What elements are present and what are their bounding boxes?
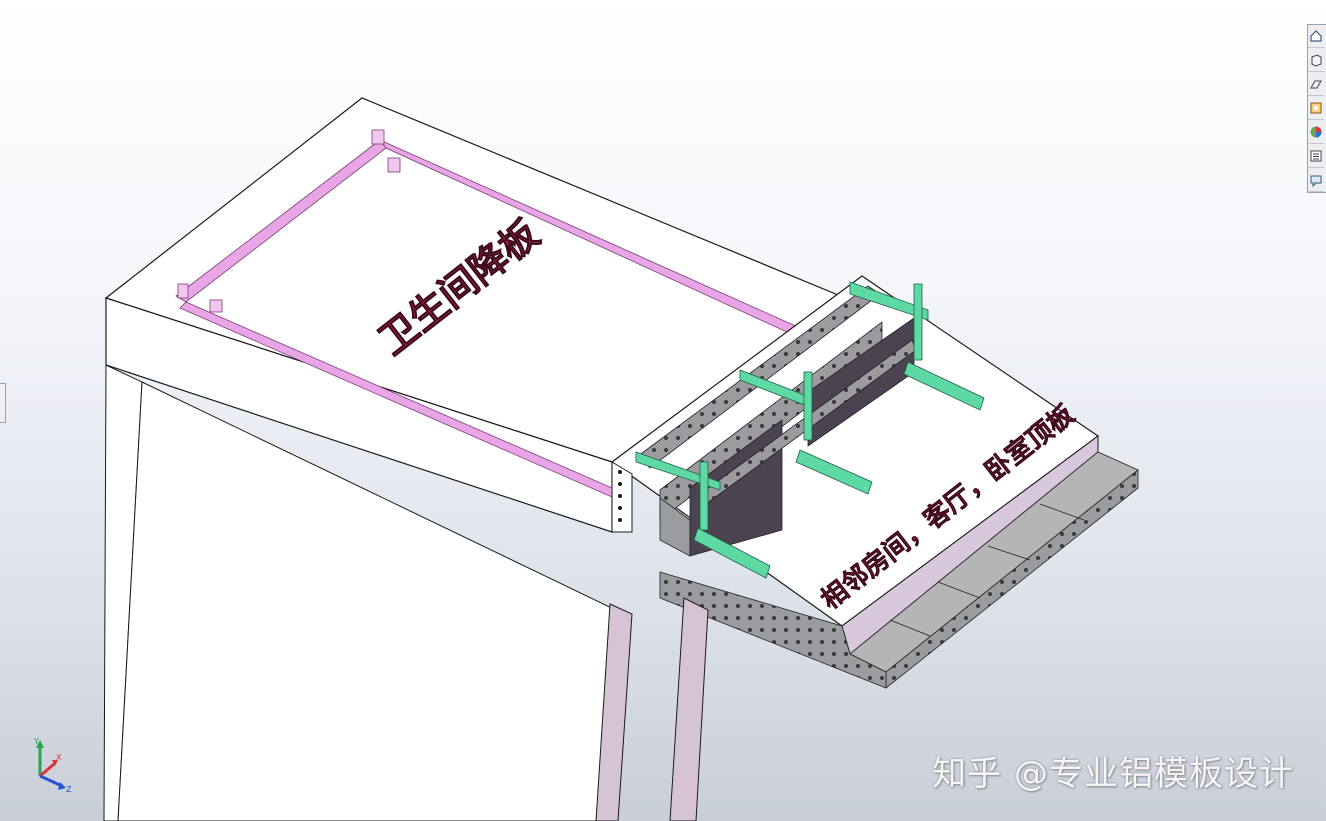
triad-z-label: Z — [66, 785, 72, 794]
scene-icon[interactable] — [1308, 145, 1324, 168]
step-wall — [611, 461, 633, 533]
appearance-icon[interactable] — [1308, 121, 1324, 144]
3d-box-icon[interactable] — [1308, 49, 1324, 72]
ceiling-formwork — [659, 451, 1139, 689]
pink-frame — [175, 129, 801, 498]
triad-y-label: Y — [33, 737, 39, 746]
coordinate-triad-icon: Y X Z — [33, 737, 72, 794]
view-settings-icon[interactable] — [1308, 169, 1324, 192]
triad-x-label: X — [56, 753, 62, 762]
side-formwork — [637, 285, 917, 557]
column-right — [669, 597, 709, 821]
display-style-icon[interactable] — [1308, 97, 1324, 120]
watermark: 知乎 @专业铝模板设计 — [932, 754, 1294, 794]
section-view-icon[interactable] — [1308, 73, 1324, 96]
column-left — [595, 603, 633, 821]
support-brackets — [635, 281, 985, 579]
wall-body — [103, 364, 143, 821]
left-panel-tab[interactable] — [0, 383, 6, 423]
view-toolbar — [1307, 24, 1326, 193]
wall-front — [117, 381, 621, 821]
home-view-icon[interactable] — [1308, 25, 1324, 48]
